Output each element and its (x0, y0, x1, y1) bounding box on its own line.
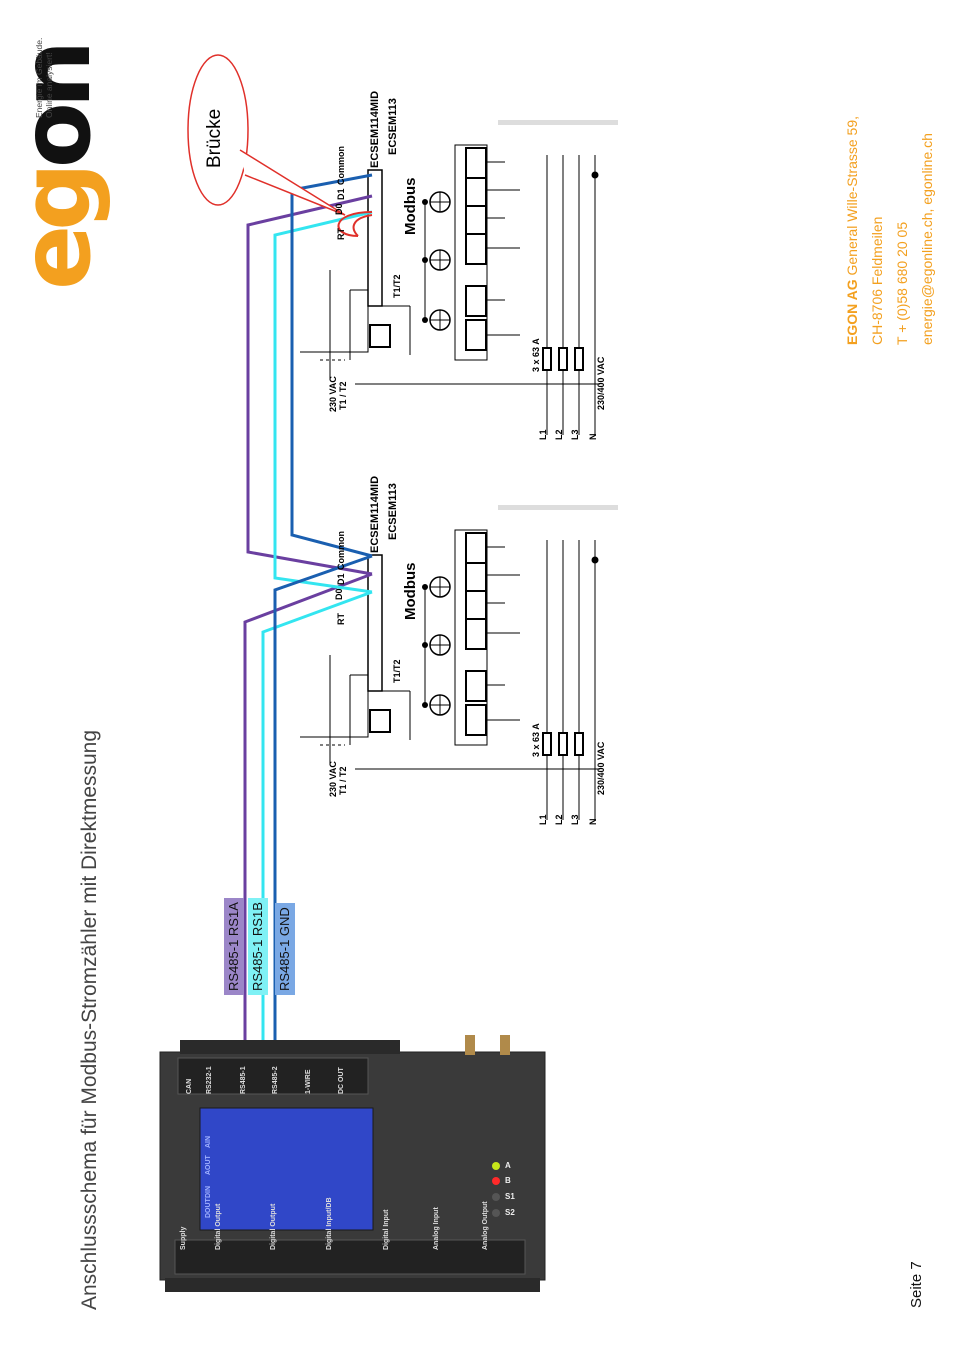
led-label-b: B (505, 1176, 511, 1185)
meter-1-fuse: 3 x 63 A (531, 338, 541, 372)
label-rs1a: RS485-1 RS1A (224, 898, 244, 995)
screen-din: DIN (205, 1185, 212, 1198)
meter-1-phase-n: N (588, 433, 598, 441)
meter-1-name-2: ECSEM113 (387, 98, 399, 155)
meter-1-d0: D0 (334, 203, 344, 215)
label-rs1b: RS485-1 RS1B (248, 898, 268, 995)
meter-1-supply-sub: T1 / T2 (338, 381, 348, 410)
meter-2-rt: RT (336, 613, 346, 625)
bruecke-callout (187, 54, 346, 216)
meter-1-phase-l1: L1 (538, 429, 548, 440)
led-label-s1: S1 (505, 1192, 515, 1201)
meter-1-phase-l2: L2 (554, 429, 564, 440)
meter-2-common: Common (336, 531, 346, 570)
meter-1-bus-label: Modbus (402, 177, 419, 236)
led-s2 (492, 1209, 500, 1217)
meter-2-mains: 230/400 VAC (596, 741, 606, 795)
meter-2-bus-label: Modbus (402, 562, 419, 621)
led-label-a: A (505, 1161, 511, 1170)
meter-1-rt: RT (336, 228, 346, 240)
meter-2-name-2: ECSEM113 (387, 483, 399, 540)
meter-1-name-1: ECSEM114MID (369, 90, 381, 168)
meter-1-phase-l3: L3 (570, 429, 580, 440)
meter-2-d0: D0 (334, 588, 344, 600)
screen-aout: AOUT (205, 1155, 212, 1175)
port-rs485-2: RS485-2 (272, 1066, 279, 1094)
led-label-s2: S2 (505, 1208, 515, 1217)
port-rs485-1: RS485-1 (240, 1066, 247, 1094)
port-digital-output-1: Digital Output (215, 1203, 222, 1250)
bruecke-label: Brücke (204, 108, 225, 168)
meter-2-d1: D1 (336, 573, 346, 585)
port-analog-input: Analog Input (433, 1207, 440, 1250)
meter-1-d1: D1 (336, 188, 346, 200)
led-a (492, 1162, 500, 1170)
controller (159, 1035, 546, 1292)
screen-ain: AIN (205, 1135, 212, 1148)
meter-2-supply-sub: T1 / T2 (338, 766, 348, 795)
meter-2-supply: 230 VAC (328, 761, 338, 797)
port-dc-out: DC OUT (338, 1067, 345, 1094)
meter-2-name-1: ECSEM114MID (369, 475, 381, 553)
port-digital-input-db: Digital Input/DB (326, 1197, 333, 1251)
meter-1-tariff: T1/T2 (392, 274, 402, 298)
port-rs232: RS232-1 (206, 1066, 213, 1094)
screen-dout: DOUT (205, 1198, 212, 1218)
port-digital-output-2: Digital Output (270, 1203, 277, 1250)
meter-2-phase-n: N (588, 818, 598, 826)
meter-2-phase-l2: L2 (554, 814, 564, 825)
meter-2-tariff: T1/T2 (392, 659, 402, 683)
port-digital-input: Digital Input (383, 1209, 390, 1250)
meter-2-fuse: 3 x 63 A (531, 723, 541, 757)
meter-1-mains: 230/400 VAC (596, 356, 606, 410)
port-supply: Supply (180, 1226, 187, 1250)
led-b (492, 1177, 500, 1185)
led-s1 (492, 1193, 500, 1201)
port-analog-output: Analog Output (482, 1201, 489, 1250)
meter-1-common: Common (336, 146, 346, 185)
meter-2-phase-l3: L3 (570, 814, 580, 825)
port-can: CAN (186, 1078, 193, 1094)
meter-2-phase-l1: L1 (538, 814, 548, 825)
meter-1-supply: 230 VAC (328, 376, 338, 412)
port-1wire: 1-WIRE (305, 1069, 312, 1095)
label-gnd: RS485-1 GND (275, 903, 295, 995)
